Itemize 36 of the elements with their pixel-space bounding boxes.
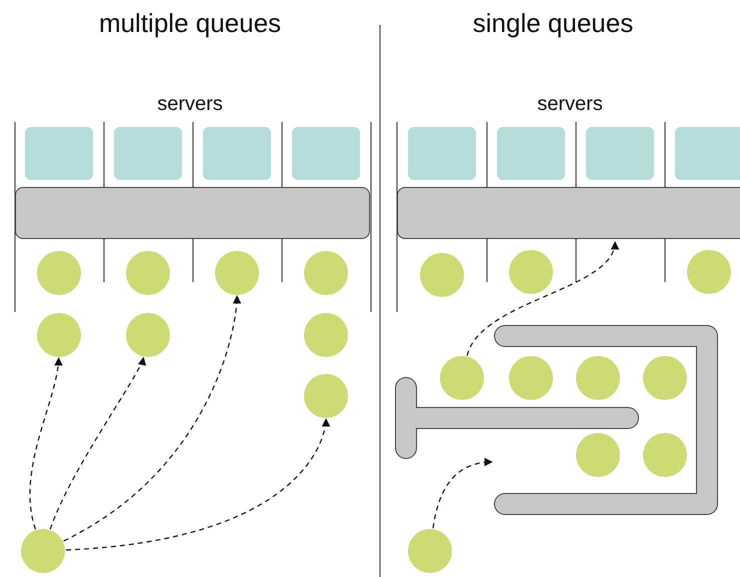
server-box — [114, 127, 182, 180]
panel-title: single queues — [472, 8, 634, 39]
servers-label: servers — [157, 93, 223, 116]
customer-circle — [687, 250, 731, 294]
counter-bar — [15, 187, 370, 239]
customer-circle — [126, 313, 170, 357]
dashed-arrow — [29, 357, 62, 530]
customer-circle — [37, 251, 81, 295]
customer-circle — [304, 251, 348, 295]
server-box — [292, 127, 360, 180]
customer-circle — [304, 313, 348, 357]
customer-circle — [408, 529, 452, 573]
server-box — [675, 127, 740, 180]
server-box — [497, 127, 565, 180]
counter-bar — [397, 187, 740, 239]
customer-circle — [304, 374, 348, 418]
dashed-arrow — [466, 241, 618, 356]
customer-circle — [215, 251, 259, 295]
server-box — [408, 127, 476, 180]
dashed-arrow — [50, 356, 145, 530]
server-box — [25, 127, 93, 180]
customer-circle — [21, 529, 65, 573]
dashed-arrow — [66, 418, 330, 551]
queue-rail — [494, 325, 718, 515]
panel-title: multiple queues — [98, 8, 282, 39]
customer-circle — [126, 251, 170, 295]
customer-circle — [440, 356, 484, 400]
dashed-arrow — [63, 295, 241, 542]
customer-circle — [509, 250, 553, 294]
queue-rail — [395, 377, 639, 459]
customer-circle — [37, 313, 81, 357]
server-box — [586, 127, 654, 180]
servers-label: servers — [537, 93, 603, 116]
server-box — [203, 127, 271, 180]
dashed-arrow — [432, 458, 493, 528]
customer-circle — [420, 253, 464, 297]
